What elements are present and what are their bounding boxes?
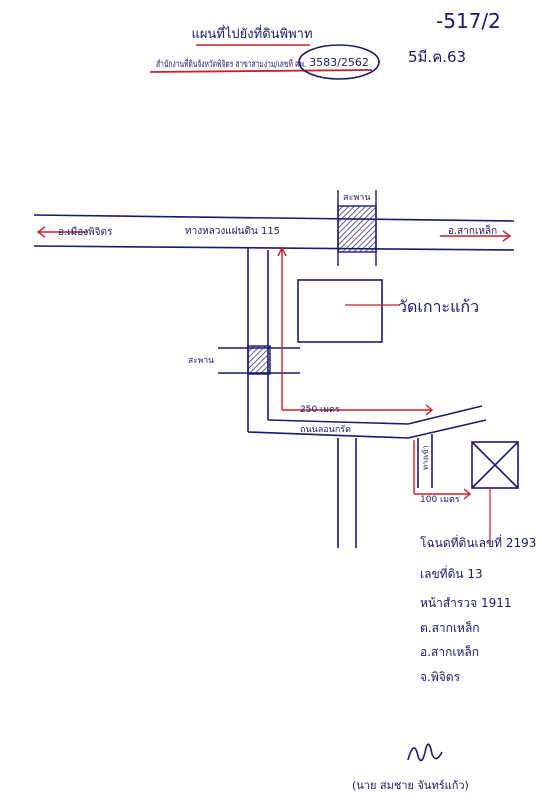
route-arrow-icon: [277, 246, 434, 416]
case-number-circle: [298, 44, 380, 80]
top-bridge: [337, 190, 377, 266]
highway-label: ทางหลวงแผ่นดิน 115: [185, 226, 280, 237]
subtitle-text: สำนักงานที่ดินจังหวัดพิจิตร สาขาสามง่าม/…: [156, 57, 306, 70]
reference-number: -517/2: [436, 9, 501, 33]
east-arrow-icon: [440, 230, 512, 242]
province-text: จ.พิจิตร: [420, 670, 461, 684]
side-road: [247, 247, 269, 432]
case-number: 3583/2562: [309, 56, 369, 69]
land-no-text: เลขที่ดิน 13: [420, 565, 483, 581]
deed-text: โฉนดที่ดินเลขที่ 2193: [420, 534, 536, 550]
distance-100-label: 100 เมตร: [420, 495, 460, 505]
temple-building: [297, 279, 383, 343]
local-road-label: ถนนลอนกรัด: [300, 425, 351, 435]
route-to-plot-arrow-icon: [413, 440, 472, 500]
subtitle-underline: [149, 69, 373, 73]
land-plot: [471, 441, 519, 489]
highway-115: [33, 214, 515, 251]
west-destination-label: อ.เมืองพิจิตร: [58, 226, 113, 238]
west-arrow-icon: [36, 226, 88, 238]
local-road: [247, 405, 487, 548]
district-text: อ.สากเหล็ก: [420, 644, 479, 659]
temple-label: วัดเกาะแก้ว: [398, 297, 479, 316]
signature-name: (นาย สมชาย จันทร์แก้ว): [352, 779, 469, 792]
east-destination-label: อ.สากเหล็ก: [448, 223, 497, 237]
left-bridge: [218, 345, 300, 375]
subdistrict-text: ต.สากเหล็ก: [420, 620, 480, 635]
distance-250-label: 250 เมตร: [300, 405, 340, 415]
property-details: โฉนดที่ดินเลขที่ 2193 เลขที่ดิน 13 หน้าส…: [420, 534, 536, 684]
map-title: แผนที่ไปยังที่ดินพิพาท: [191, 25, 312, 42]
survey-page-text: หน้าสำรวจ 1911: [420, 596, 511, 610]
bridge-top-label: สะพาน: [343, 193, 370, 203]
date-note: 5มี.ค.63: [408, 48, 466, 66]
side-road-label: ทางเข้า: [421, 445, 430, 470]
bridge-left-label: สะพาน: [188, 356, 214, 366]
signature-mark: [407, 743, 443, 762]
